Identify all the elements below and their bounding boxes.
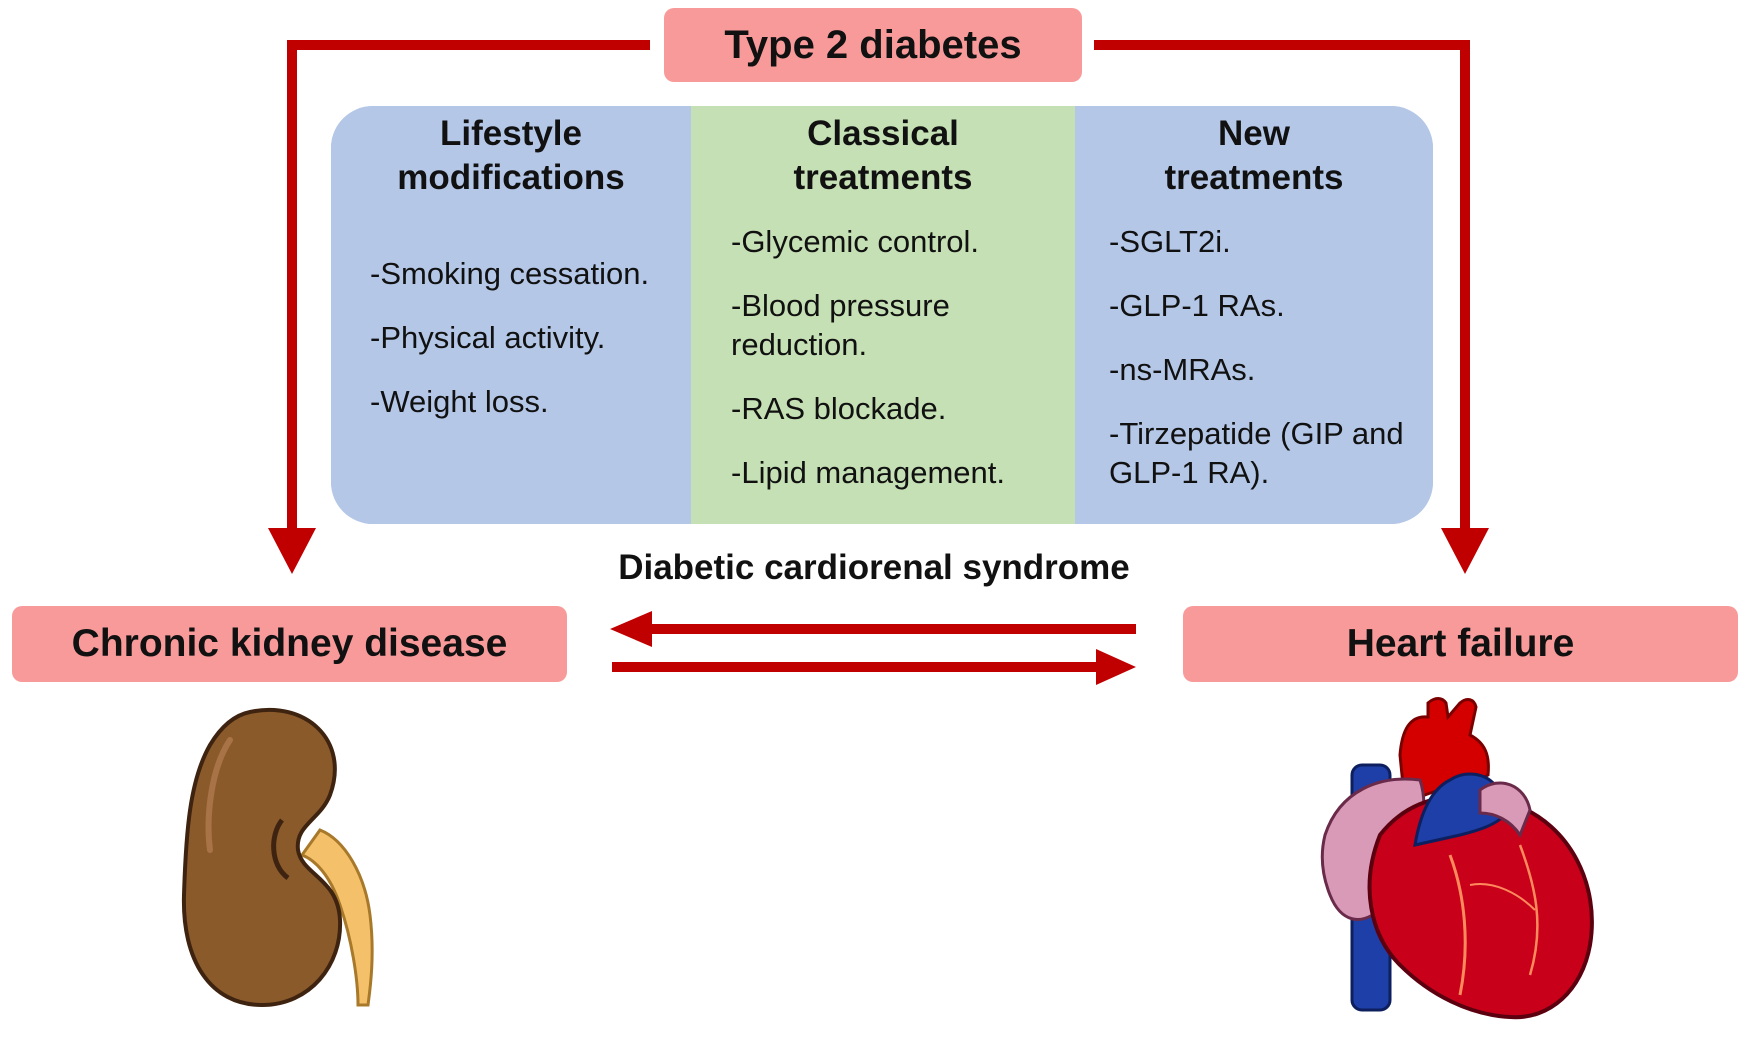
classical-title-line-2: treatments — [793, 158, 973, 197]
lifestyle-title-line-2: modifications — [397, 158, 625, 197]
arrow-diabetes-to-ckd — [287, 40, 650, 530]
type2-diabetes-label: Type 2 diabetes — [724, 22, 1022, 67]
classical-column: Classical treatments -Glycemic control. … — [691, 106, 1075, 524]
new-treatments-column: New treatments -SGLT2i. -GLP-1 RAs. -ns-… — [1075, 106, 1433, 524]
arrowhead-left — [610, 611, 652, 647]
lifestyle-title: Lifestyle modifications — [331, 112, 691, 200]
classical-title: Classical treatments — [691, 112, 1075, 200]
list-item: -Lipid management. — [731, 455, 1005, 490]
kidney-icon — [181, 707, 374, 1008]
classical-list: -Glycemic control. -Blood pressure reduc… — [731, 222, 1071, 517]
list-item: -Tirzepatide (GIP and GLP-1 RA). — [1109, 416, 1404, 490]
chronic-kidney-disease-node: Chronic kidney disease — [12, 606, 567, 682]
list-item: -SGLT2i. — [1109, 224, 1231, 259]
treatment-panel: Lifestyle modifications -Smoking cessati… — [331, 106, 1433, 524]
heart-failure-label: Heart failure — [1346, 622, 1575, 665]
arrow-diabetes-to-hf — [1094, 40, 1470, 530]
new-title-line-2: treatments — [1164, 158, 1344, 197]
cardiorenal-syndrome-label: Diabetic cardiorenal syndrome — [618, 548, 1130, 587]
list-item: -RAS blockade. — [731, 391, 947, 426]
lifestyle-list: -Smoking cessation. -Physical activity. … — [370, 254, 685, 446]
list-item: -ns-MRAs. — [1109, 352, 1256, 387]
list-item: -Physical activity. — [370, 320, 606, 355]
new-title-line-1: New — [1218, 114, 1290, 153]
lifestyle-column: Lifestyle modifications -Smoking cessati… — [331, 106, 691, 524]
arrowhead-ckd — [268, 528, 316, 574]
arrowhead-hf — [1441, 528, 1489, 574]
lifestyle-title-line-1: Lifestyle — [440, 114, 582, 153]
ckd-label: Chronic kidney disease — [71, 622, 508, 665]
arrowhead-right — [1096, 649, 1136, 685]
list-item: -Blood pressure reduction. — [731, 288, 950, 362]
list-item: -Weight loss. — [370, 384, 549, 419]
list-item: -Smoking cessation. — [370, 256, 650, 291]
list-item: -Glycemic control. — [731, 224, 980, 259]
classical-title-line-1: Classical — [807, 114, 959, 153]
list-item: -GLP-1 RAs. — [1109, 288, 1285, 323]
new-treatments-list: -SGLT2i. -GLP-1 RAs. -ns-MRAs. -Tirzepat… — [1109, 222, 1429, 517]
type2-diabetes-node: Type 2 diabetes — [664, 8, 1082, 82]
heart-failure-node: Heart failure — [1183, 606, 1738, 682]
heart-icon — [1320, 697, 1594, 1020]
new-treatments-title: New treatments — [1075, 112, 1433, 200]
